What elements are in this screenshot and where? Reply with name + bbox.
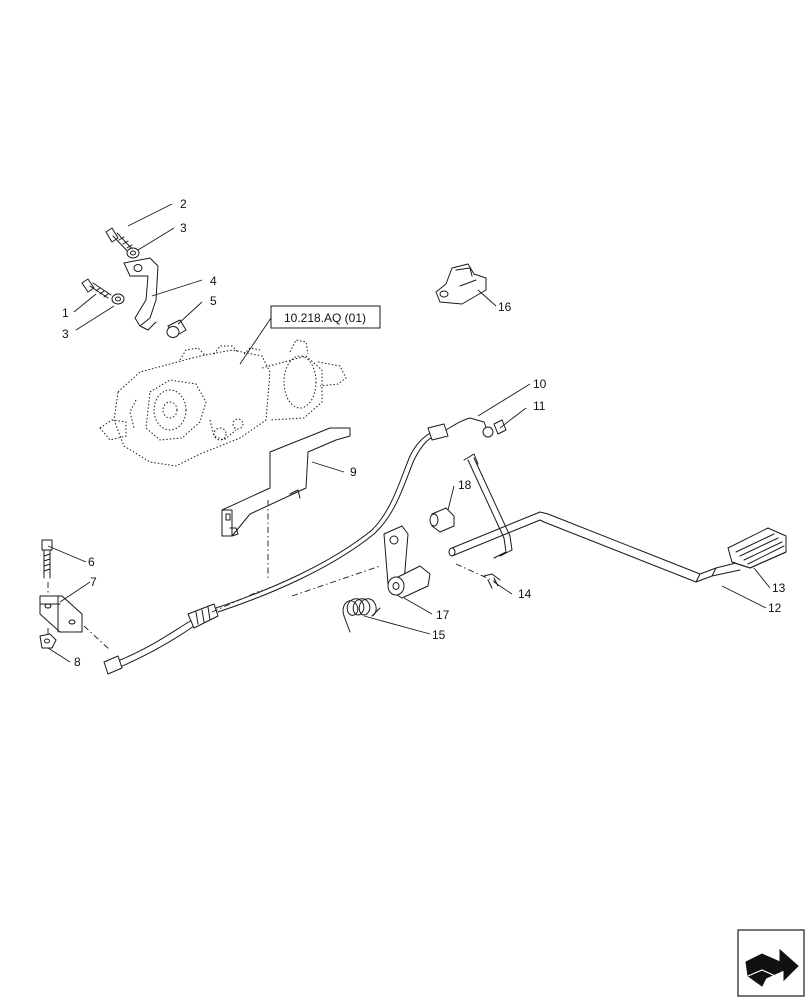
callout-11: 11: [533, 399, 546, 413]
lever-14: [463, 453, 513, 589]
pin-18: [429, 507, 455, 533]
bolt-6: [41, 539, 53, 579]
injection-pump-reference: [99, 339, 347, 467]
reference-label[interactable]: 10.218.AQ (01): [284, 311, 366, 325]
reference-link[interactable]: 10.218.AQ (01): [270, 305, 381, 329]
callout-9: 9: [350, 465, 357, 479]
callout-1: 1: [62, 306, 69, 320]
next-page-arrow-icon[interactable]: [737, 929, 805, 997]
clip-11: [493, 419, 507, 435]
callout-14: 14: [518, 587, 532, 601]
callout-13: 13: [772, 581, 786, 595]
callout-2: 2: [180, 197, 187, 211]
callout-3-lower: 3: [62, 327, 69, 341]
cap-16: [435, 263, 487, 305]
callout-15: 15: [432, 628, 446, 642]
callout-4: 4: [210, 274, 217, 288]
nut-8: [39, 633, 57, 649]
arm-17: [383, 525, 431, 599]
bracket-4: [123, 257, 159, 331]
callout-18: 18: [458, 478, 472, 492]
callout-5: 5: [210, 294, 217, 308]
cable-10: [103, 417, 494, 675]
callouts: 2 3 4 5 1 3 9 10 11 6 7 8 18 16 17 15 14…: [62, 197, 786, 669]
plate-7: [39, 595, 83, 633]
callout-12: 12: [768, 601, 782, 615]
shaft-12: [448, 511, 741, 583]
callout-6: 6: [88, 555, 95, 569]
pedal-pad-13: [727, 527, 787, 569]
bracket-9: [221, 427, 351, 537]
washer-3-upper: [126, 247, 140, 259]
spacer-5: [166, 319, 187, 338]
callout-10: 10: [533, 377, 547, 391]
bolt-1: [81, 278, 112, 299]
leader-lines: [47, 203, 771, 663]
callout-17: 17: [436, 608, 450, 622]
washer-3-lower: [111, 293, 125, 305]
callout-16: 16: [498, 300, 512, 314]
callout-8: 8: [74, 655, 81, 669]
callout-3-upper: 3: [180, 221, 187, 235]
spring-15: [342, 598, 381, 633]
callout-7: 7: [90, 575, 97, 589]
